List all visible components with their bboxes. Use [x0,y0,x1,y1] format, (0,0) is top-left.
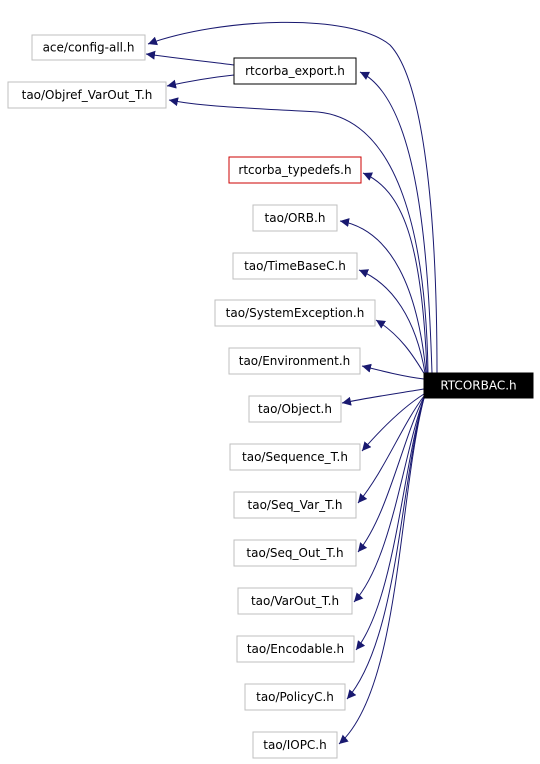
node-rtcorba_export[interactable]: rtcorba_export.h [233,57,357,85]
node-tao_objref_varout[interactable]: tao/Objref_VarOut_T.h [7,81,167,109]
node-box-tao_iopc [252,731,338,759]
edge-rtcorbac-to-tao_environment [361,363,425,380]
node-box-tao_object [248,395,342,423]
node-box-tao_sequence_t [229,443,361,471]
node-box-rtcorbac [423,372,534,399]
node-label-ace_config_all: ace/config-all.h [43,41,135,55]
node-box-tao_seq_var_t [233,491,357,519]
node-label-tao_systemexception: tao/SystemException.h [226,306,365,320]
node-box-rtcorba_export [233,57,357,85]
node-tao_object[interactable]: tao/Object.h [248,395,342,423]
node-ace_config_all[interactable]: ace/config-all.h [31,34,146,61]
node-tao_varout_t[interactable]: tao/VarOut_T.h [237,587,353,615]
node-box-tao_environment [228,347,361,375]
edge-rtcorbac-to-rtcorba_export [359,71,433,374]
edge-rtcorbac-to-rtcorba_typedefs [362,172,428,374]
nodes-layer: ace/config-all.h rtcorba_export.h tao/Objr… [7,34,534,759]
node-tao_systemexception[interactable]: tao/SystemException.h [214,299,376,327]
edge-rtcorba_export-to-tao_objref_varout [166,74,235,89]
edge-rtcorbac-to-tao_seq_out_t [357,396,425,553]
node-label-rtcorba_typedefs: rtcorba_typedefs.h [238,163,351,177]
node-label-tao_varout_t: tao/VarOut_T.h [251,594,339,608]
node-label-tao_orb: tao/ORB.h [265,211,326,225]
node-tao_orb[interactable]: tao/ORB.h [252,204,338,232]
edge-rtcorbac-to-ace_config_all [147,21,438,374]
node-tao_seq_var_t[interactable]: tao/Seq_Var_T.h [233,491,357,519]
node-box-tao_encodable [236,635,355,663]
edge-rtcorba_export-to-ace_config_all [145,50,235,66]
edge-rtcorbac-to-tao_object [341,388,425,406]
edge-rtcorbac-to-tao_orb [339,218,427,374]
edge-rtcorbac-to-tao_sequence_t [361,393,425,452]
edge-rtcorbac-to-tao_iopc [338,397,425,745]
node-box-tao_seq_out_t [233,539,357,567]
node-label-tao_timebasec: tao/TimeBaseC.h [244,259,346,273]
node-label-tao_iopc: tao/IOPC.h [263,738,326,752]
node-tao_encodable[interactable]: tao/Encodable.h [236,635,355,663]
node-label-rtcorba_export: rtcorba_export.h [245,64,345,78]
edge-rtcorbac-to-tao_policyc [346,397,425,700]
node-rtcorba_typedefs[interactable]: rtcorba_typedefs.h [228,156,362,184]
node-box-rtcorba_typedefs [228,156,362,184]
node-tao_environment[interactable]: tao/Environment.h [228,347,361,375]
node-box-tao_varout_t [237,587,353,615]
node-box-tao_objref_varout [7,81,167,109]
node-rtcorbac[interactable]: RTCORBAC.h [423,372,534,399]
node-tao_timebasec[interactable]: tao/TimeBaseC.h [232,252,358,280]
node-label-tao_objref_varout: tao/Objref_VarOut_T.h [22,88,153,102]
edges-layer [145,21,438,745]
edge-rtcorbac-to-tao_objref_varout [168,97,429,374]
node-tao_iopc[interactable]: tao/IOPC.h [252,731,338,759]
node-label-tao_seq_out_t: tao/Seq_Out_T.h [246,546,343,560]
node-box-tao_timebasec [232,252,358,280]
node-label-tao_encodable: tao/Encodable.h [247,642,344,656]
node-box-tao_orb [252,204,338,232]
node-box-tao_policyc [244,683,346,711]
node-label-rtcorbac: RTCORBAC.h [440,379,516,393]
node-tao_seq_out_t[interactable]: tao/Seq_Out_T.h [233,539,357,567]
edge-rtcorbac-to-tao_timebasec [358,269,426,374]
edge-rtcorbac-to-tao_encodable [355,397,425,651]
edge-rtcorbac-to-tao_varout_t [353,397,425,603]
node-label-tao_object: tao/Object.h [258,402,332,416]
node-label-tao_environment: tao/Environment.h [239,354,351,368]
node-label-tao_seq_var_t: tao/Seq_Var_T.h [248,498,343,512]
node-box-ace_config_all [31,34,146,61]
node-tao_policyc[interactable]: tao/PolicyC.h [244,683,346,711]
node-tao_sequence_t[interactable]: tao/Sequence_T.h [229,443,361,471]
edge-rtcorbac-to-tao_systemexception [375,319,426,376]
edge-rtcorbac-to-tao_seq_var_t [357,395,425,504]
node-label-tao_policyc: tao/PolicyC.h [256,690,334,704]
node-label-tao_sequence_t: tao/Sequence_T.h [242,450,348,464]
node-box-tao_systemexception [214,299,376,327]
